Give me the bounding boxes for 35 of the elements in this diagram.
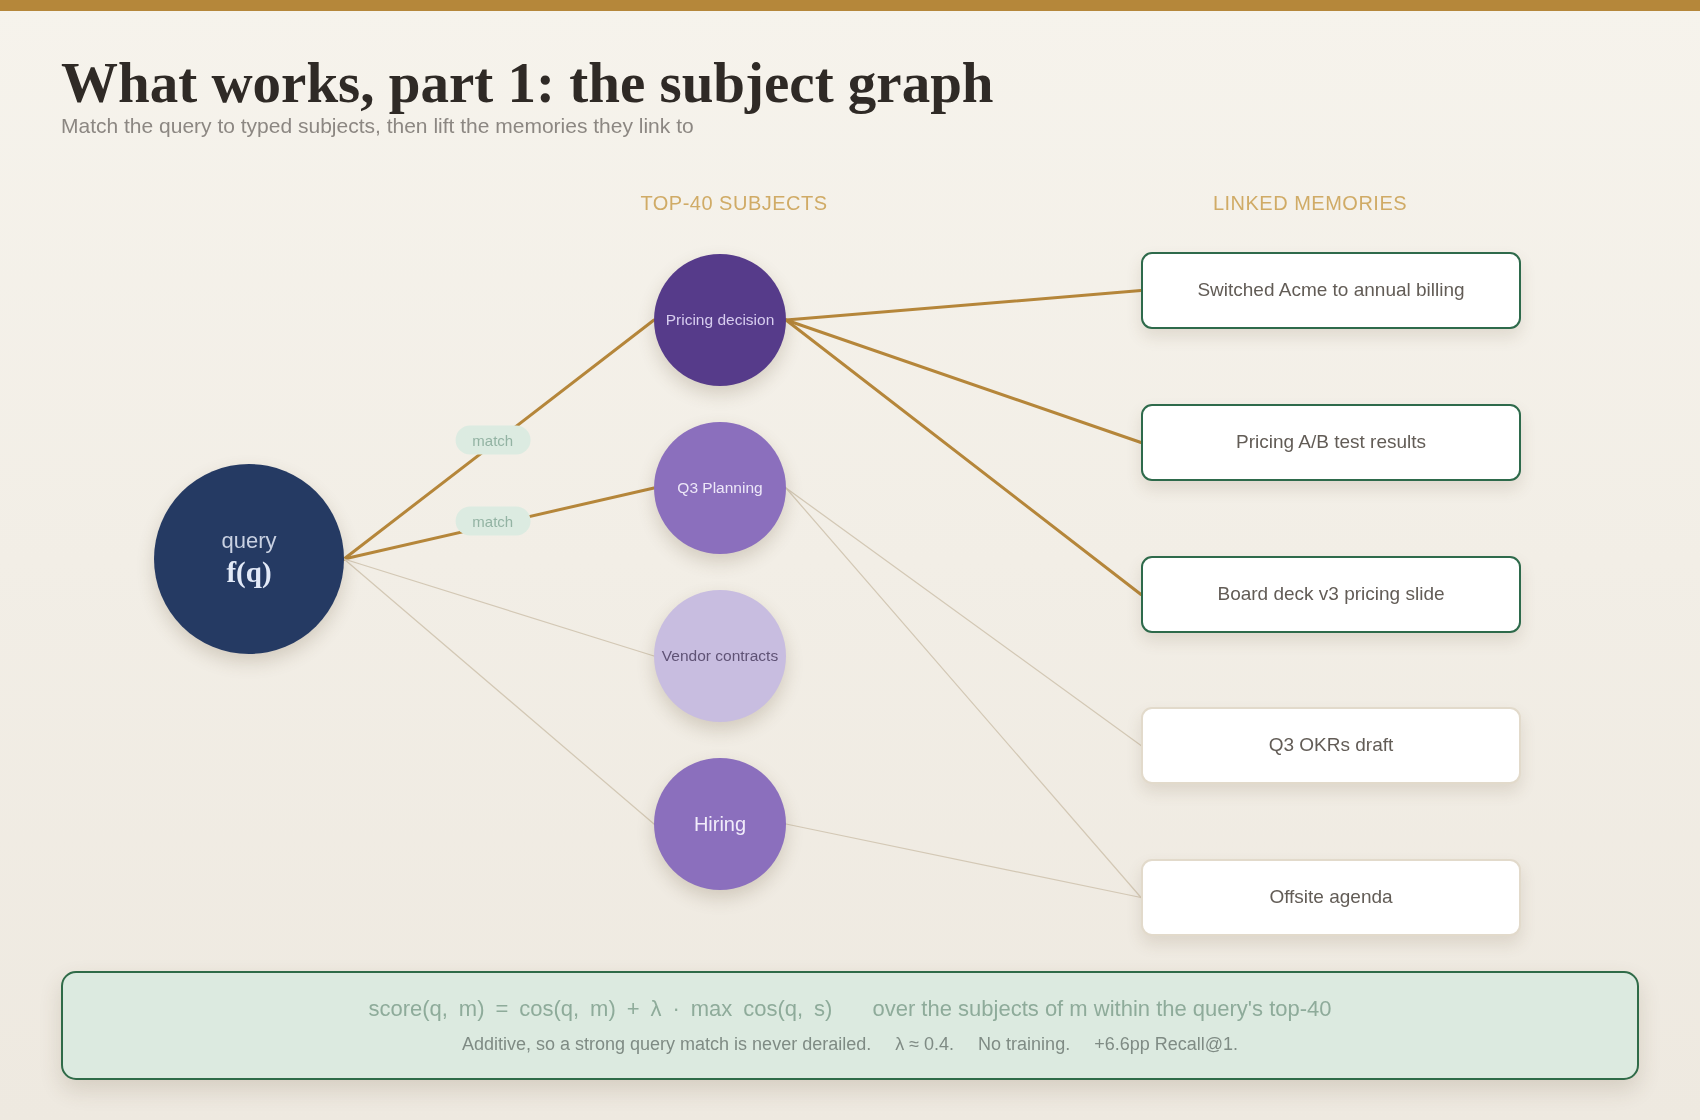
memory-card	[1141, 859, 1521, 936]
edge-label: match	[455, 425, 531, 455]
note: λ ≈ 0.4.	[895, 1033, 955, 1056]
connector-line	[343, 558, 655, 657]
function-label: f(q)	[226, 554, 272, 590]
note: Additive, so a strong query match is never derailed.	[461, 1033, 872, 1056]
connector-line	[785, 823, 1142, 899]
subject-label: Pricing decision	[665, 310, 775, 330]
memory-title: Q3 OKRs draft	[1268, 734, 1394, 757]
subject-label: Vendor contracts	[661, 646, 779, 666]
connector-line	[343, 558, 655, 825]
memory-card	[1141, 556, 1521, 633]
memory-title: Board deck v3 pricing slide	[1217, 583, 1445, 606]
subtitle: Match the query to typed subjects, then lift the memories they link to	[61, 114, 694, 138]
memory-card	[1141, 707, 1521, 784]
memory-card	[1141, 404, 1521, 481]
connector-line	[785, 487, 1142, 747]
title: What works, part 1: the subject graph	[61, 50, 994, 115]
formula-note: over the subjects of m within the query's top-40	[872, 995, 1332, 1022]
formula-panel	[61, 971, 1639, 1080]
memory-title: Offsite agenda	[1269, 886, 1393, 909]
memory-title: Pricing A/B test results	[1235, 431, 1427, 454]
note: No training.	[978, 1033, 1071, 1056]
column-header: TOP-40 SUBJECTS	[640, 192, 828, 215]
subject-label: Q3 Planning	[677, 478, 763, 498]
connector-line	[784, 289, 1143, 322]
note: +6.6pp Recall@1.	[1094, 1033, 1238, 1056]
connector-line	[785, 487, 1142, 899]
subject-label: Hiring	[693, 812, 747, 836]
memory-title: Switched Acme to annual billing	[1197, 279, 1465, 302]
column-header: LINKED MEMORIES	[1212, 192, 1408, 215]
memory-card	[1141, 252, 1521, 329]
edge-label: match	[455, 506, 531, 536]
node-label: query	[221, 528, 277, 555]
formula: score(q, m) = cos(q, m) + λ · max cos(q, s)	[368, 995, 833, 1022]
